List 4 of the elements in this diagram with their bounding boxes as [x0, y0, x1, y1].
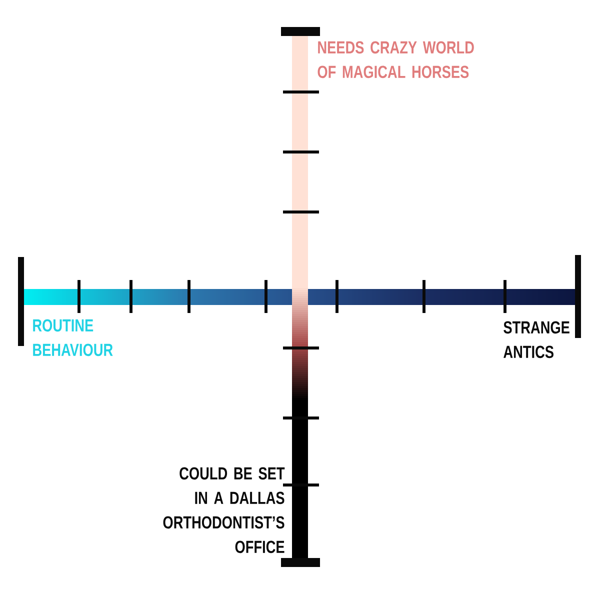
axis-label: NEEDS CRAZY WORLD OF MAGICAL HORSES: [318, 41, 474, 78]
axis-label: STRANGE ANTICS: [504, 321, 570, 358]
axis-label: COULD BE SET IN A DALLAS ORTHODONTIST’S OFFICE: [163, 467, 285, 554]
axis-label: ROUTINE BEHAVIOUR: [33, 319, 113, 356]
